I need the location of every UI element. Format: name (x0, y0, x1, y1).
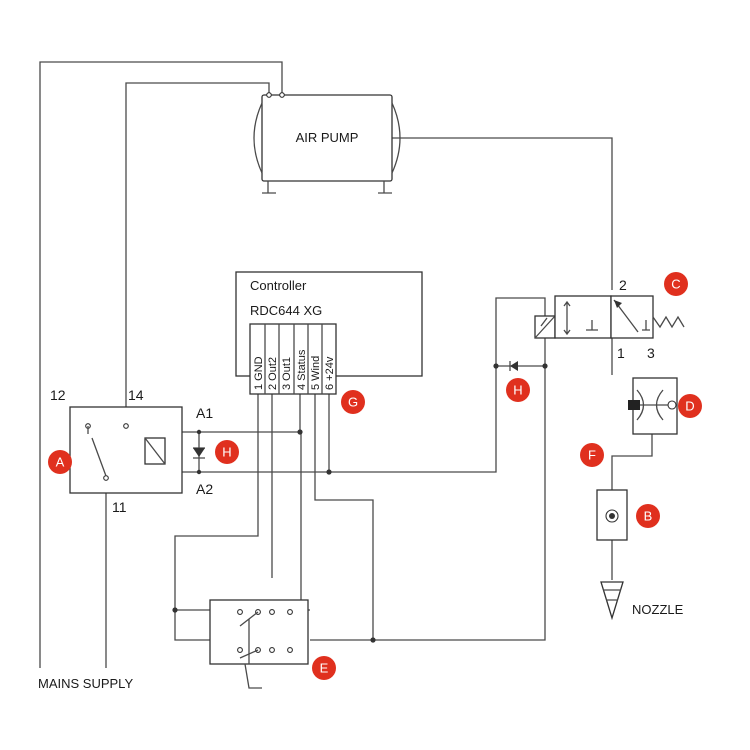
relay-pin-14: 14 (128, 387, 144, 403)
svg-text:C: C (671, 277, 680, 292)
controller-title: Controller (250, 278, 307, 293)
diode-upper (509, 361, 518, 371)
svg-text:A: A (56, 455, 65, 470)
regulator (596, 489, 628, 541)
junction-dots (172, 363, 548, 643)
svg-text:F: F (588, 448, 596, 463)
controller-terminal-6: 6 +24v (324, 356, 336, 390)
controller-model: RDC644 XG (250, 303, 322, 318)
badge-g: G (341, 390, 365, 414)
valve-port-3: 3 (647, 345, 655, 361)
switch-block (209, 599, 309, 689)
air-pump: AIR PUMP (253, 92, 401, 194)
svg-text:G: G (348, 395, 358, 410)
solenoid-valve: 2 1 3 (534, 277, 685, 361)
badge-h-relay: H (215, 440, 239, 464)
relay-coil-a1: A1 (196, 405, 213, 421)
valve-port-1: 1 (617, 345, 625, 361)
nozzle-label: NOZZLE (632, 602, 684, 617)
nozzle: NOZZLE (600, 581, 684, 621)
relay-pin-11: 11 (112, 499, 127, 515)
controller-terminal-1: 1 GND (253, 356, 265, 390)
svg-text:H: H (222, 445, 231, 460)
relay-pin-12: 12 (50, 387, 66, 403)
badge-c: C (664, 272, 688, 296)
svg-text:E: E (320, 661, 329, 676)
badge-e: E (312, 656, 336, 680)
badge-f: F (580, 443, 604, 467)
svg-text:D: D (685, 399, 694, 414)
svg-text:H: H (513, 383, 522, 398)
controller-terminal-4: 4 Status (296, 349, 308, 390)
controller-terminal-2: 2 Out2 (267, 357, 279, 390)
air-pump-label: AIR PUMP (296, 130, 359, 145)
controller-terminal-3: 3 Out1 (281, 357, 293, 390)
badge-b: B (636, 504, 660, 528)
svg-text:B: B (644, 509, 653, 524)
badge-d: D (678, 394, 702, 418)
check-valve (628, 377, 678, 435)
valve-port-2: 2 (619, 277, 627, 293)
badge-h-valve: H (506, 378, 530, 402)
mains-supply-label: MAINS SUPPLY (38, 676, 133, 691)
badge-a: A (48, 450, 72, 474)
controller-terminal-5: 5 Wind (310, 356, 322, 390)
relay: 12 14 11 A1 A2 (50, 387, 213, 515)
relay-coil-a2: A2 (196, 481, 213, 497)
